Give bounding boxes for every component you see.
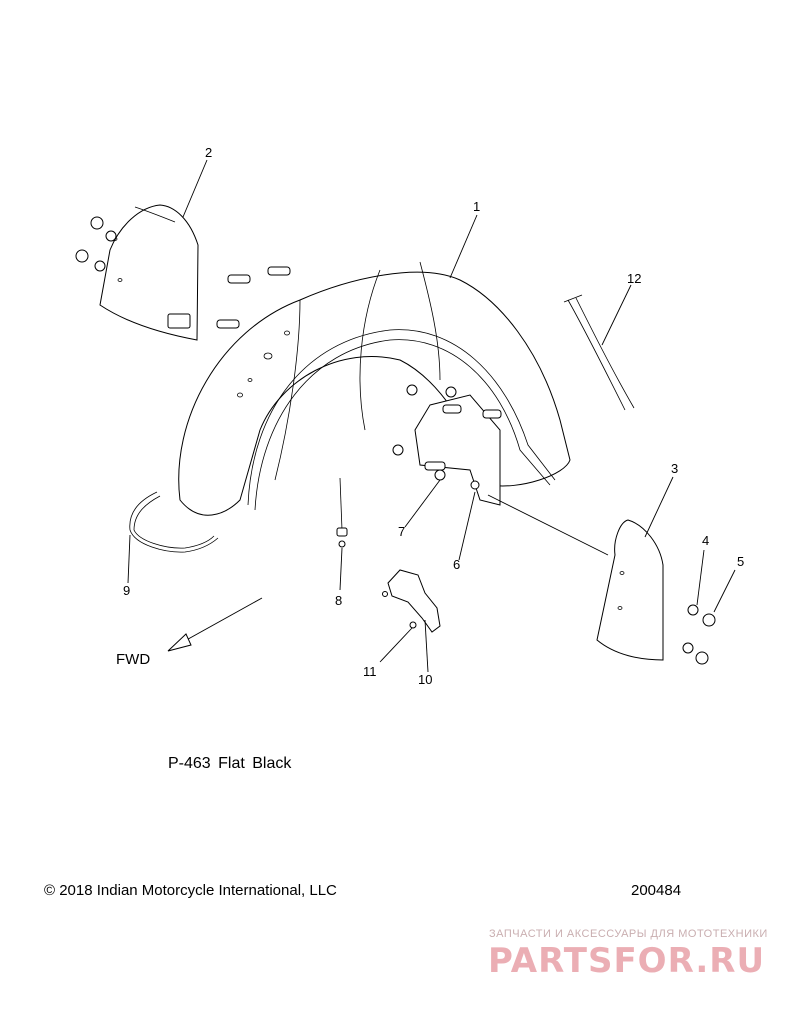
callout-6: 6 bbox=[453, 557, 460, 572]
paint-code-note: P-463 Flat Black bbox=[168, 755, 292, 772]
forward-direction-label: FWD bbox=[116, 651, 151, 668]
forward-arrow-icon bbox=[167, 597, 263, 652]
light-bracket bbox=[382, 569, 441, 633]
callout-8: 8 bbox=[335, 593, 342, 608]
watermark-logo: PARTSFOR.RU bbox=[488, 941, 765, 980]
watermark-caption: ЗАПЧАСТИ И АКСЕССУАРЫ ДЛЯ МОТОТЕХНИКИ bbox=[489, 928, 768, 940]
callout-numbers: 2 1 12 3 4 5 7 6 9 8 11 10 bbox=[123, 145, 744, 687]
callout-11: 11 bbox=[363, 664, 377, 679]
callout-4: 4 bbox=[702, 533, 709, 548]
callout-10: 10 bbox=[418, 672, 432, 687]
copyright-notice: © 2018 Indian Motorcycle International, … bbox=[44, 882, 337, 899]
callout-7: 7 bbox=[398, 524, 405, 539]
trim-strip bbox=[129, 491, 219, 553]
callout-3: 3 bbox=[671, 461, 678, 476]
callout-5: 5 bbox=[737, 554, 744, 569]
edge-seal bbox=[563, 294, 635, 411]
leader-lines bbox=[127, 159, 736, 673]
fender-bolts bbox=[216, 266, 291, 329]
mounting-hardware bbox=[392, 384, 502, 490]
fender-tip-front bbox=[75, 204, 199, 341]
diagram-number: 200484 bbox=[631, 882, 682, 899]
callout-12: 12 bbox=[627, 271, 641, 286]
callout-1: 1 bbox=[473, 199, 480, 214]
svg-text:PARTSFOR.RU: PARTSFOR.RU bbox=[488, 941, 765, 980]
inner-fender-panel bbox=[414, 394, 501, 506]
tip-washers-nuts bbox=[682, 604, 716, 665]
callout-2: 2 bbox=[205, 145, 212, 160]
rear-fender bbox=[178, 261, 571, 516]
wire-harness bbox=[336, 477, 348, 548]
callout-9: 9 bbox=[123, 583, 130, 598]
fender-tip-rear bbox=[596, 519, 664, 661]
